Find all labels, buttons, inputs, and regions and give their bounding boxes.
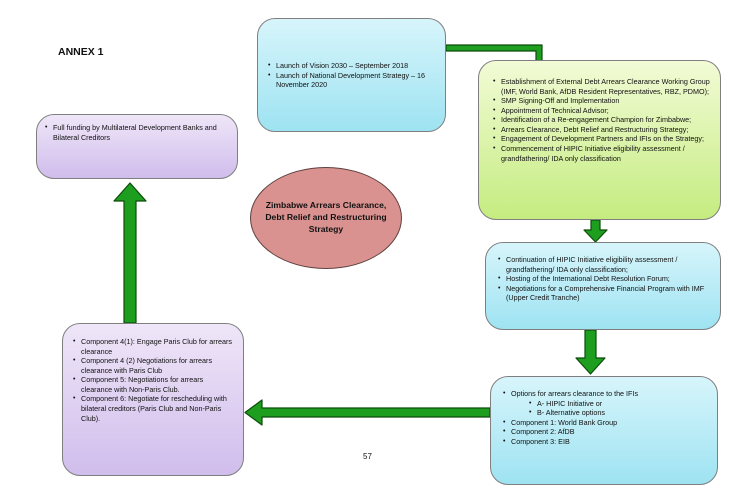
strategy-title-ellipse: Zimbabwe Arrears Clearance, Debt Relief … — [250, 167, 402, 269]
options-item: Component 1: World Bank Group — [503, 418, 709, 428]
vision-launch-box: Launch of Vision 2030 – September 2018 L… — [257, 18, 446, 132]
external-item: Arrears Clearance, Debt Relief and Restr… — [493, 125, 712, 135]
external-item: Appointment of Technical Advisor; — [493, 106, 712, 116]
vision-item: Launch of Vision 2030 – September 2018 — [268, 61, 437, 71]
component-item: Component 5: Negotiations for arrears cl… — [73, 375, 235, 394]
full-funding-box: Full funding by Multilateral Development… — [36, 114, 238, 179]
options-item: Component 2: AfDB — [503, 427, 709, 437]
external-item: SMP Signing-Off and Implementation — [493, 96, 712, 106]
component-item: Component 6: Negotiate for rescheduling … — [73, 394, 235, 423]
page-number: 57 — [363, 452, 372, 461]
arrow-external-to-continuation — [583, 219, 608, 243]
ifi-options-box: Options for arrears clearance to the IFI… — [490, 376, 718, 485]
external-debt-working-group-box: Establishment of External Debt Arrears C… — [478, 60, 721, 220]
external-item: Identification of a Re-engagement Champi… — [493, 115, 712, 125]
paris-club-components-box: Component 4(1): Engage Paris Club for ar… — [62, 323, 244, 476]
external-item: Engagement of Development Partners and I… — [493, 134, 712, 144]
options-lead-item: Options for arrears clearance to the IFI… — [503, 389, 709, 399]
continuation-item: Negotiations for a Comprehensive Financi… — [498, 284, 712, 303]
options-sub-item: B- Alternative options — [503, 408, 709, 418]
component-item: Component 4 (2) Negotiations for arrears… — [73, 356, 235, 375]
hipic-continuation-box: Continuation of HIPIC Initiative eligibi… — [485, 242, 721, 330]
arrow-options-to-components — [244, 399, 491, 426]
annex-label: ANNEX 1 — [58, 46, 104, 58]
options-sub-item: A- HIPIC Initiative or — [503, 399, 709, 409]
external-item: Establishment of External Debt Arrears C… — [493, 77, 712, 96]
options-item: Component 3: EIB — [503, 437, 709, 447]
arrow-components-to-funding — [113, 182, 147, 324]
component-item: Component 4(1): Engage Paris Club for ar… — [73, 337, 235, 356]
funding-item: Full funding by Multilateral Development… — [45, 123, 229, 142]
vision-item: Launch of National Development Strategy … — [268, 71, 437, 90]
arrow-continuation-to-options — [575, 329, 606, 375]
external-item: Commencement of HIPIC Initiative eligibi… — [493, 144, 712, 163]
continuation-item: Hosting of the International Debt Resolu… — [498, 274, 712, 284]
continuation-item: Continuation of HIPIC Initiative eligibi… — [498, 255, 712, 274]
